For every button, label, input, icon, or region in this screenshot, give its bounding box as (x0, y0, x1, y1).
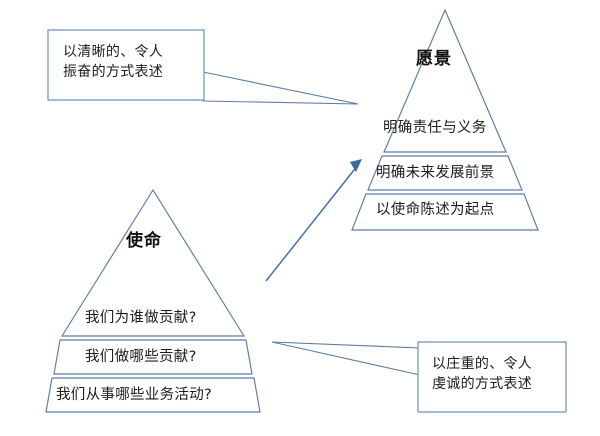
mission-callout-tail (271, 341, 421, 376)
mission-pyramid-title: 使命 (126, 231, 162, 251)
vision-band-label-1: 明确责任与义务 (383, 120, 487, 136)
mission-band-label-3: 我们从事哪些业务活动? (56, 387, 212, 403)
vision-callout-shape (47, 29, 359, 105)
vision-band-2-trapezoid (367, 155, 523, 191)
connector-arrowhead (350, 159, 362, 172)
mission-band-label-1: 我们为谁做贡献? (85, 310, 197, 326)
vision-band-label-2: 明确未来发展前景 (376, 165, 495, 181)
mission-pyramid-shape (45, 188, 261, 413)
mission-to-vision-arrow (265, 159, 362, 282)
connector-shaft (265, 164, 359, 282)
mission-band-2-trapezoid (53, 339, 253, 375)
vision-pyramid-title: 愿景 (416, 49, 452, 69)
vision-band-1-cap (383, 8, 507, 153)
mission-band-3-trapezoid (45, 377, 261, 413)
mission-callout-text: 以庄重的、令人 虔诚的方式表述 (432, 356, 533, 392)
mission-callout-box (417, 341, 567, 413)
vision-callout-text: 以清晰的、令人 振奋的方式表述 (63, 44, 164, 80)
mission-band-label-2: 我们做哪些贡献? (85, 349, 197, 365)
vision-callout-box (47, 29, 205, 101)
mission-band-1-cap (60, 188, 246, 337)
vision-callout-tail (202, 71, 359, 105)
mission-callout-shape (271, 341, 567, 413)
vision-band-label-3: 以使命陈述为起点 (376, 202, 495, 218)
vision-band-3-trapezoid (351, 193, 539, 231)
vision-pyramid-shape (351, 8, 539, 231)
